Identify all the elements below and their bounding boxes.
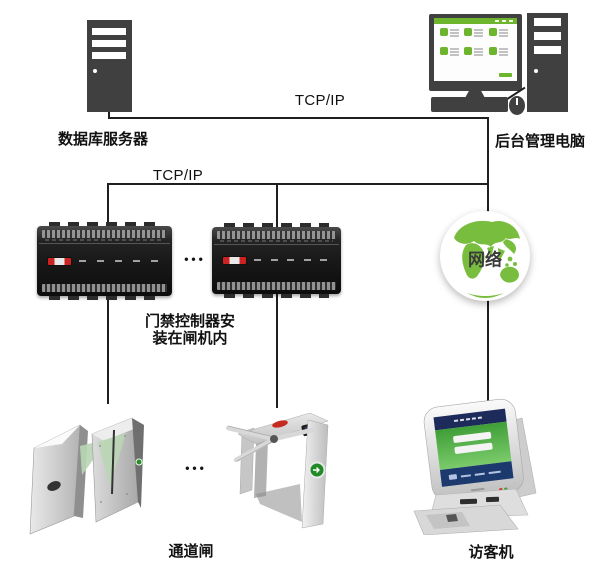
app-module-tile [488, 28, 513, 38]
app-module-tile [464, 28, 488, 38]
app-module-tile [464, 47, 488, 57]
tower-drive-bay [534, 46, 561, 54]
tcpip-label-bus: TCP/IP [152, 167, 204, 184]
app-module-tile [440, 47, 464, 57]
controllers-ellipsis: ••• [184, 252, 206, 266]
access-controller-icon [37, 222, 172, 300]
connector-line [107, 294, 109, 404]
mgmt-pc-label: 后台管理电脑 [494, 133, 586, 150]
db-server-label: 数据库服务器 [57, 131, 149, 148]
controller-note: 门禁控制器安 装在闸机内 [145, 313, 235, 347]
panel-groove [39, 243, 170, 244]
tower-drive-bay [534, 32, 561, 40]
panel-groove [214, 244, 339, 245]
connector-line [108, 117, 489, 119]
access-controller-icon [212, 223, 341, 298]
app-module-tile [440, 28, 464, 38]
controller-logo [223, 257, 246, 265]
tcpip-label-top: TCP/IP [294, 92, 346, 109]
status-leds [79, 259, 158, 262]
connector-line [276, 183, 278, 228]
turnstiles-ellipsis: ••• [185, 461, 207, 475]
tower-drive-bay [534, 18, 561, 26]
network-label: 网络 [468, 250, 502, 270]
mouse-icon [509, 96, 525, 115]
visitor-kiosk-label: 访客机 [468, 544, 514, 561]
keyboard-icon [431, 97, 508, 112]
world-map [454, 220, 520, 298]
server-drive-bay [92, 40, 126, 47]
management-software-screen [434, 18, 517, 81]
controller-note-line1: 门禁控制器安 [144, 313, 236, 330]
server-drive-bay [92, 28, 126, 35]
terminal-strip [42, 284, 167, 292]
server-power-led [93, 69, 97, 73]
pc-tower-icon [527, 13, 568, 112]
terminal-strip [217, 231, 336, 239]
app-module-grid [440, 28, 513, 57]
terminal-labels [220, 240, 333, 242]
server-drive-bay [92, 52, 126, 59]
connector-line [107, 183, 109, 228]
terminal-strip [217, 282, 336, 290]
tower-power-led [534, 69, 538, 73]
visitor-kiosk-icon [413, 398, 537, 535]
controller-note-line2: 装在闸机内 [152, 330, 228, 347]
terminal-strip [42, 230, 167, 238]
turnstile-label: 通道闸 [168, 543, 214, 560]
connector-line [108, 111, 110, 119]
terminal-labels [45, 239, 164, 241]
connector-line [276, 290, 278, 408]
app-green-button [499, 73, 512, 77]
tripod-turnstile-icon [226, 412, 329, 529]
connector-line [107, 183, 489, 185]
network-globe-icon: 网络 [440, 211, 530, 301]
management-pc-monitor-icon [429, 14, 522, 91]
database-server-icon [87, 20, 132, 112]
app-module-tile [488, 47, 513, 57]
controller-logo [48, 257, 71, 265]
monitor-stand [465, 90, 485, 98]
status-leds [254, 259, 327, 262]
app-header-bar [434, 18, 517, 24]
flap-barrier-icon [29, 417, 144, 535]
